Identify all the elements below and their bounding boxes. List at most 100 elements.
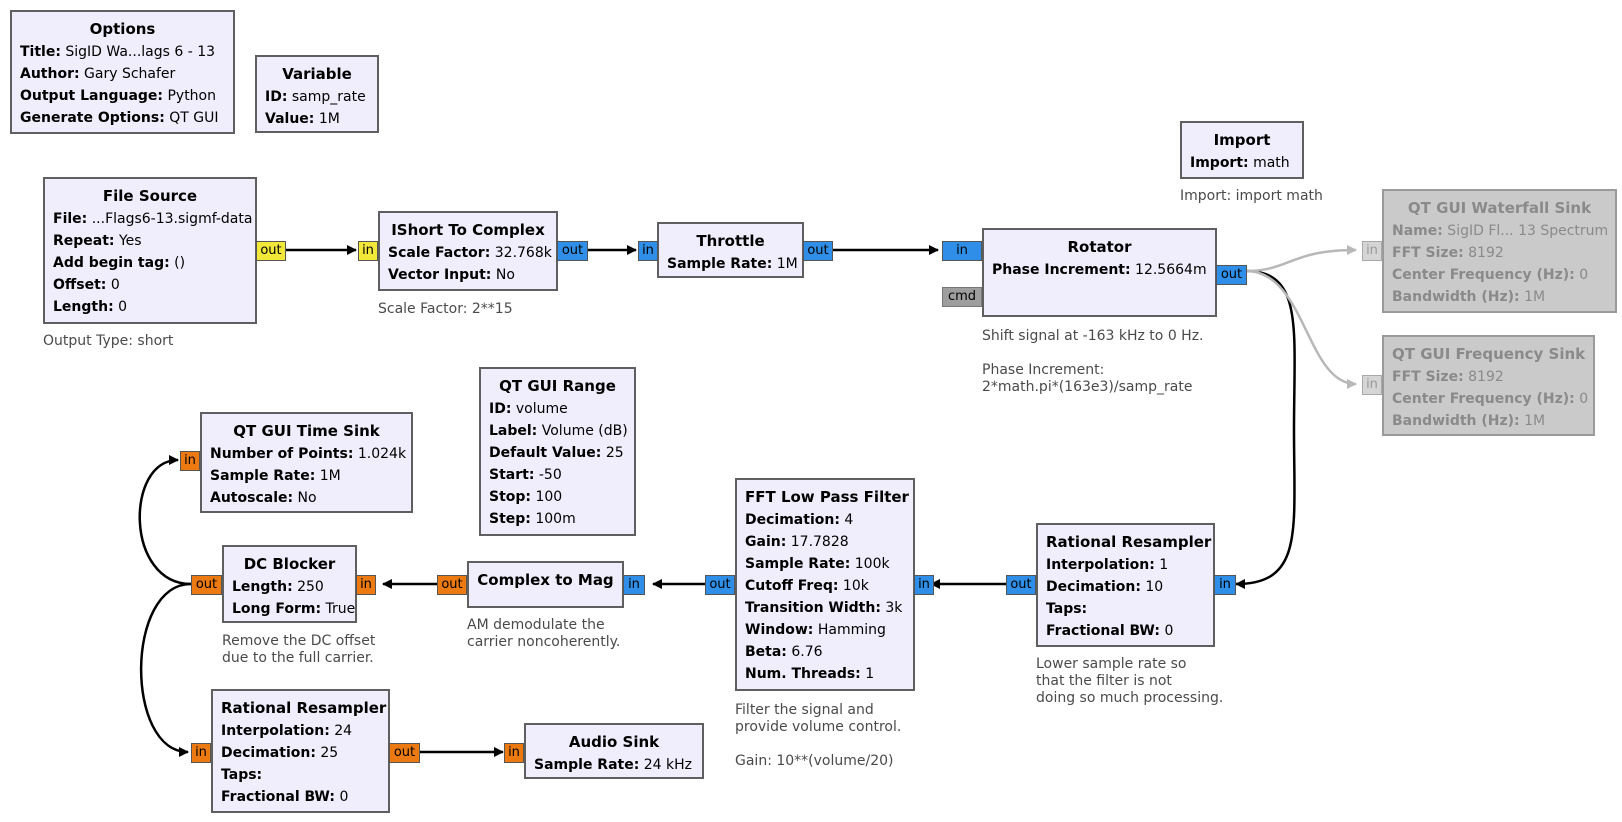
param-label: Sample Rate: <box>534 757 640 773</box>
param-label: Name: <box>1392 223 1443 239</box>
complex-mag-out-port[interactable]: out <box>437 575 467 595</box>
param-label: Window: <box>745 622 814 638</box>
param-label: Interpolation: <box>221 723 330 739</box>
param-label: Start: <box>489 467 535 483</box>
freq-sink-in-port[interactable]: in <box>1362 375 1382 395</box>
block-title: DC Blocker <box>243 555 336 573</box>
param-value: No <box>293 490 317 506</box>
audio-sink-in-port[interactable]: in <box>504 743 524 763</box>
block-param: Add begin tag: () <box>53 252 247 274</box>
param-value: 25 <box>315 745 339 761</box>
wire-rotator-resampler1 <box>1235 269 1296 589</box>
block-param: ID: volume <box>489 398 626 420</box>
file-source-out-port[interactable]: out <box>256 241 286 261</box>
param-value: math <box>1248 155 1290 171</box>
param-value: SigID Fl... 13 Spectrum <box>1442 223 1609 239</box>
param-value: 17.7828 <box>786 534 849 550</box>
throttle-in-port[interactable]: in <box>638 241 658 261</box>
fft-lpf-out-port[interactable]: out <box>705 575 735 595</box>
param-value: -50 <box>534 467 562 483</box>
resampler2-in-port[interactable]: in <box>191 743 211 763</box>
param-label: Center Frequency (Hz): <box>1392 391 1575 407</box>
param-value: No <box>491 267 515 283</box>
param-label: Import: <box>1190 155 1249 171</box>
throttle-out-port[interactable]: out <box>803 241 833 261</box>
param-value: () <box>169 255 186 271</box>
resampler1-in-port[interactable]: in <box>1214 575 1236 595</box>
param-value: 32.768k <box>490 245 552 261</box>
block-title: Rational Resampler <box>221 699 387 717</box>
block-param: Center Frequency (Hz): 0 <box>1392 264 1607 286</box>
param-value: 8192 <box>1463 369 1504 385</box>
param-label: Vector Input: <box>388 267 492 283</box>
ishort-in-port[interactable]: in <box>358 241 378 261</box>
block-param: Sample Rate: 1M <box>210 465 403 487</box>
block-title: FFT Low Pass Filter <box>745 488 909 506</box>
time-sink-in-port[interactable]: in <box>180 451 200 471</box>
param-label: Default Value: <box>489 445 602 461</box>
block-param: Sample Rate: 100k <box>745 553 905 575</box>
param-label: Fractional BW: <box>1046 623 1161 639</box>
param-label: Add begin tag: <box>53 255 170 271</box>
block-param: Author: Gary Schafer <box>20 63 225 85</box>
param-label: Bandwidth (Hz): <box>1392 413 1520 429</box>
param-value: 100m <box>530 511 576 527</box>
block-param: Vector Input: No <box>388 264 548 286</box>
param-label: Title: <box>20 44 61 60</box>
block-param: Label: Volume (dB) <box>489 420 628 442</box>
param-label: Decimation: <box>745 512 840 528</box>
dc-blocker-comment: Remove the DC offset due to the full car… <box>222 633 376 666</box>
dc-blocker-in-port[interactable]: in <box>356 575 376 595</box>
block-param: Number of Points: 1.024k <box>210 443 407 465</box>
complex-to-mag-block[interactable]: Complex to Mag <box>467 561 624 608</box>
block-param: Taps: <box>1046 598 1205 620</box>
resampler1-out-port[interactable]: out <box>1006 575 1036 595</box>
resampler2-out-port[interactable]: out <box>389 743 420 763</box>
param-value: 1.024k <box>353 446 407 462</box>
ishort-out-port[interactable]: out <box>557 241 588 261</box>
dc-blocker-out-port[interactable]: out <box>191 575 222 595</box>
param-value: ...Flags6-13.sigmf-data <box>87 211 253 227</box>
rotator-in-port[interactable]: in <box>942 241 982 261</box>
param-label: Fractional BW: <box>221 789 336 805</box>
block-param: Taps: <box>221 764 380 786</box>
block-title: File Source <box>102 187 198 205</box>
import-comment: Import: import math <box>1180 188 1323 204</box>
file-source-comment: Output Type: short <box>43 333 174 349</box>
complex-mag-in-port[interactable]: in <box>623 575 645 595</box>
param-value: 1 <box>860 666 875 682</box>
rotator-out-port[interactable]: out <box>1216 265 1247 285</box>
fft-lpf-in-port[interactable]: in <box>914 575 934 595</box>
param-label: Bandwidth (Hz): <box>1392 289 1520 305</box>
param-label: Phase Increment: <box>992 262 1131 278</box>
waterfall-in-port[interactable]: in <box>1362 241 1382 261</box>
param-value: 25 <box>601 445 624 461</box>
block-param: Stop: 100 <box>489 486 626 508</box>
param-label: Sample Rate: <box>667 256 773 272</box>
rotator-cmd-port[interactable]: cmd <box>942 287 982 307</box>
param-value: samp_rate <box>287 89 366 105</box>
wire-rotator-freqsink <box>1245 269 1357 389</box>
block-title: QT GUI Waterfall Sink <box>1407 199 1592 217</box>
param-value: 0 <box>335 789 349 805</box>
block-param: Sample Rate: 1M <box>667 253 798 275</box>
block-param: Interpolation: 24 <box>221 720 380 742</box>
param-label: Output Language: <box>20 88 164 104</box>
block-param: Fractional BW: 0 <box>221 786 380 808</box>
